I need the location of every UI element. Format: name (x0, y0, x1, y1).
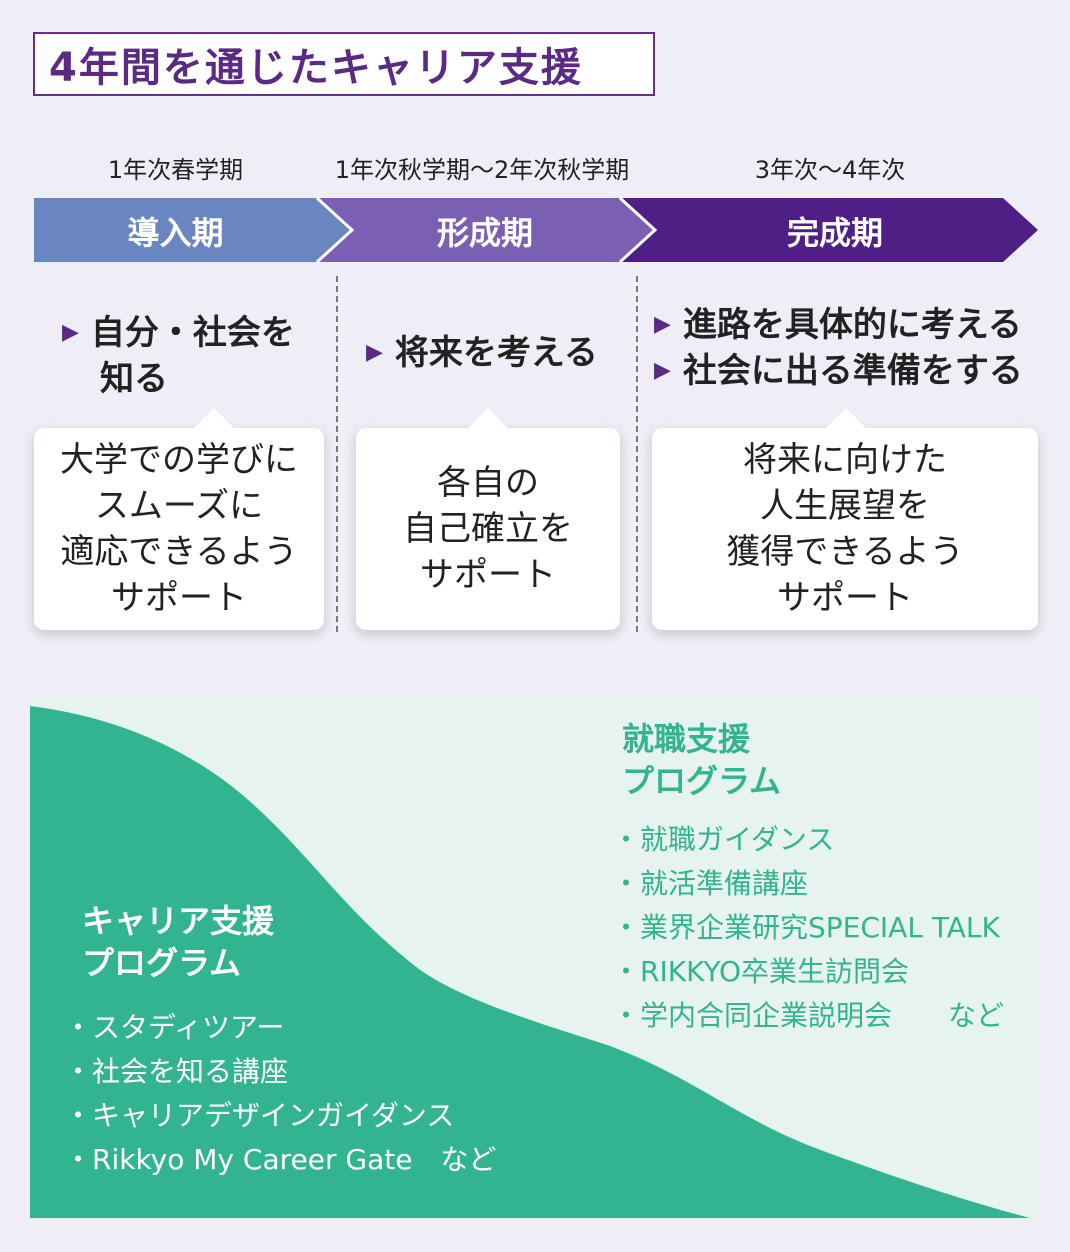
list-item: ・社会を知る講座 (64, 1055, 289, 1088)
phase-label-2: 形成期 (436, 214, 533, 252)
triangle-bullet-icon: ▶ (366, 340, 383, 365)
support-bubble-1: 大学での学びに スムーズに 適応できるよう サポート (34, 408, 324, 630)
career-program-heading: キャリア支援 プログラム (82, 902, 275, 982)
phase-label-3: 完成期 (786, 214, 883, 252)
program-area (30, 696, 1040, 1222)
career-program-wave (30, 706, 1030, 1218)
divider-1 (336, 276, 338, 632)
list-item: ・Rikkyo My Career Gate など (64, 1143, 497, 1176)
period-label-3: 3年次〜4年次 (754, 156, 906, 184)
list-item: ・スタディツアー (64, 1011, 285, 1044)
goal-1: ▶自分・社会を 知る (62, 313, 295, 399)
support-bubble-3: 将来に向けた 人生展望を 獲得できるよう サポート (652, 408, 1038, 630)
career-program-list: ・スタディツアー ・社会を知る講座 ・キャリアデザインガイダンス ・Rikkyo… (64, 1006, 496, 1182)
list-item: ・就職ガイダンス (612, 823, 835, 856)
triangle-bullet-icon: ▶ (654, 358, 671, 383)
support-bubble-2: 各自の 自己確立を サポート (356, 408, 620, 630)
phase-arrow-3 (620, 198, 1038, 262)
list-item: ・キャリアデザインガイダンス (64, 1099, 455, 1132)
list-item: ・RIKKYO卒業生訪問会 (612, 955, 910, 988)
triangle-bullet-icon: ▶ (654, 312, 671, 337)
title-box: 4年間を通じたキャリア支援 (33, 32, 655, 96)
phase-label-1: 導入期 (127, 214, 224, 252)
list-item: ・就活準備講座 (612, 867, 809, 900)
triangle-bullet-icon: ▶ (62, 320, 79, 345)
period-label-1: 1年次春学期 (107, 156, 244, 184)
goal-2: ▶将来を考える (366, 333, 598, 373)
phase-arrow-2 (317, 198, 655, 262)
list-item: ・学内合同企業説明会 など (612, 999, 1005, 1032)
phase-arrow-1 (34, 198, 352, 262)
period-label-2: 1年次秋学期〜2年次秋学期 (334, 156, 630, 184)
divider-2 (636, 276, 638, 632)
list-item: ・業界企業研究SPECIAL TALK (612, 911, 1000, 944)
phase-arrow-band (34, 196, 1038, 264)
job-program-heading: 就職支援 プログラム (622, 720, 782, 800)
page-title: 4年間を通じたキャリア支援 (49, 45, 583, 91)
goal-3: ▶進路を具体的に考える ▶社会に出る準備をする (654, 305, 1023, 391)
job-program-list: ・就職ガイダンス ・就活準備講座 ・業界企業研究SPECIAL TALK ・RI… (612, 818, 1004, 1038)
